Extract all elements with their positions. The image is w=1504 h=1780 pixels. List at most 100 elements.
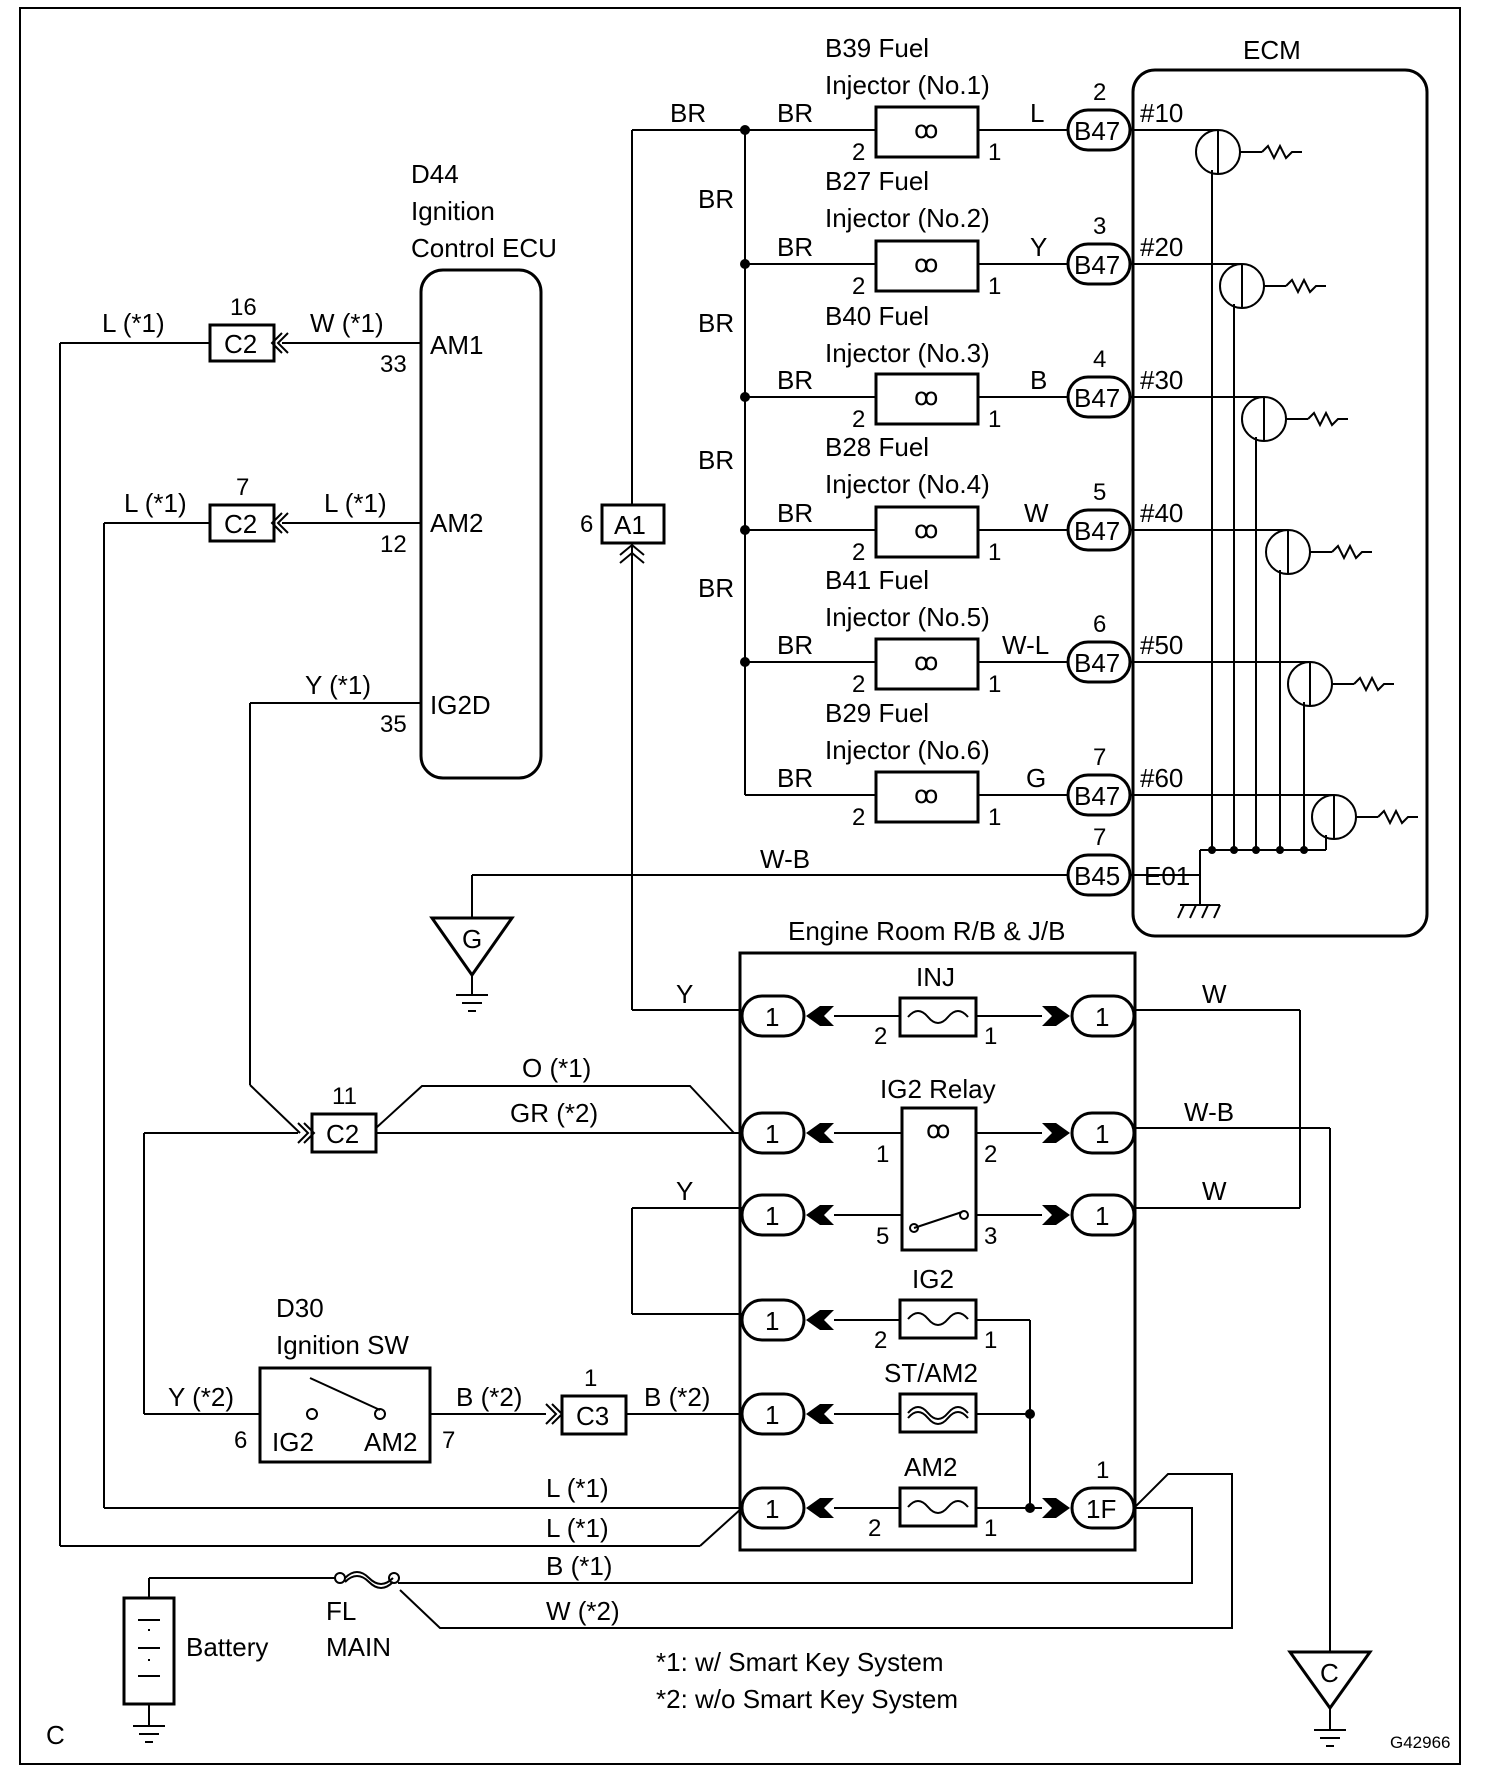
svg-text:B40 Fuel: B40 Fuel [825,301,929,331]
svg-text:L (*1): L (*1) [124,488,187,518]
injector-row-4: ꝏ B28 Fuel Injector (No.4) BR W 2 1 B47 … [745,432,1288,566]
svg-text:2: 2 [874,1023,887,1050]
svg-text:BR: BR [670,98,706,128]
svg-text:W-B: W-B [760,844,810,874]
svg-text:2: 2 [852,539,865,566]
svg-text:AM2: AM2 [904,1452,957,1482]
svg-text:4: 4 [1093,346,1106,373]
ground-g-icon [429,916,515,978]
svg-text:B47: B47 [1074,250,1120,280]
svg-text:1: 1 [1096,1457,1109,1484]
svg-text:BR: BR [698,184,734,214]
ignition-switch: D30 Ignition SW IG2 AM2 6 7 Y (*2) B (*2… [143,1133,546,1464]
svg-text:Injector (No.5): Injector (No.5) [825,602,990,632]
svg-text:1: 1 [765,1002,779,1032]
svg-text:IG2: IG2 [912,1264,954,1294]
svg-text:#20: #20 [1140,232,1183,262]
svg-text:IG2: IG2 [272,1427,314,1457]
svg-text:Injector (No.3): Injector (No.3) [825,338,990,368]
connector-c2-11: C2 11 O (*1) GR (*2) [144,703,742,1154]
svg-text:BR: BR [698,445,734,475]
fuse-st-am2: ST/AM2 [834,1358,1035,1434]
svg-text:#60: #60 [1140,763,1183,793]
svg-text:B45: B45 [1074,861,1120,891]
svg-text:ꝏ: ꝏ [914,517,938,544]
fusible-link-fl-main: FL MAIN [149,1571,400,1662]
injector-row-1: ꝏ B39 Fuel Injector (No.1) BR L 2 1 B47 … [745,33,1218,166]
svg-text:1: 1 [876,1141,889,1168]
svg-text:BR: BR [777,365,813,395]
svg-text:BR: BR [777,763,813,793]
svg-text:7: 7 [236,474,249,501]
svg-text:AM2: AM2 [430,508,483,538]
svg-text:C2: C2 [224,509,257,539]
note-1: *1: w/ Smart Key System [656,1647,944,1677]
svg-text:5: 5 [876,1223,889,1250]
injector-name: B39 Fuel [825,33,929,63]
svg-text:1F: 1F [1086,1494,1116,1524]
svg-text:B (*2): B (*2) [644,1382,710,1412]
connector-c2-16: C2 16 L (*1) [59,294,743,1547]
svg-text:3: 3 [1093,213,1106,240]
svg-text:#50: #50 [1140,630,1183,660]
svg-text:MAIN: MAIN [326,1632,391,1662]
svg-text:W: W [1202,979,1227,1009]
svg-text:2: 2 [874,1327,887,1354]
svg-text:A1: A1 [614,510,646,540]
injector-pin-in: 2 [852,139,865,166]
svg-text:1: 1 [1095,1119,1109,1149]
battery: Battery [122,1578,268,1743]
fuse-inj: INJ 2 1 [834,962,1042,1050]
svg-text:B: B [1030,365,1047,395]
svg-text:BR: BR [698,308,734,338]
svg-text:ꝏ: ꝏ [914,782,938,809]
fuse-am2: AM2 2 1 [834,1452,1042,1542]
svg-text:ꝏ: ꝏ [914,384,938,411]
svg-text:W: W [1024,498,1049,528]
svg-text:1: 1 [765,1119,779,1149]
svg-text:#40: #40 [1140,498,1183,528]
connector-a1: A1 6 [580,503,742,1011]
svg-text:#30: #30 [1140,365,1183,395]
transistor-icon [1265,529,1372,575]
svg-text:G: G [1026,763,1046,793]
svg-text:2: 2 [868,1515,881,1542]
svg-text:ꝏ: ꝏ [914,251,938,278]
svg-text:BR: BR [777,498,813,528]
fuse-ig2: IG2 2 1 [834,1264,1031,1508]
svg-text:35: 35 [380,711,407,738]
svg-text:BR: BR [777,630,813,660]
diagram-frame [19,7,1461,1765]
ecm-pin-label: #10 [1140,98,1183,128]
svg-text:Battery: Battery [186,1632,268,1662]
svg-text:ST/AM2: ST/AM2 [884,1358,978,1388]
svg-text:B41 Fuel: B41 Fuel [825,565,929,595]
svg-text:AM2: AM2 [364,1427,417,1457]
injector-row-3: ꝏ B40 Fuel Injector (No.3) BR B 2 1 B47 … [745,301,1264,433]
svg-text:IG2D: IG2D [430,690,491,720]
injector-row-2: ꝏ B27 Fuel Injector (No.2) BR Y 2 1 B47 … [745,166,1242,300]
svg-text:C2: C2 [224,329,257,359]
svg-text:W-L: W-L [1002,630,1049,660]
svg-text:1: 1 [984,1023,997,1050]
injector-out-wire: L [1030,98,1044,128]
svg-text:1: 1 [765,1306,779,1336]
connector-c2-7: C2 7 L (*1) [103,474,742,1509]
transistor-icon [1241,396,1348,442]
transistor-icon [1219,263,1326,309]
svg-text:7: 7 [1093,744,1106,771]
svg-text:Y: Y [1030,232,1047,262]
ecm-ground-icon [1177,904,1221,919]
svg-text:Injector (No.4): Injector (No.4) [825,469,990,499]
svg-text:5: 5 [1093,479,1106,506]
svg-text:Y: Y [676,979,693,1009]
svg-text:INJ: INJ [916,962,955,992]
svg-text:B28 Fuel: B28 Fuel [825,432,929,462]
svg-text:G: G [462,924,482,954]
svg-text:1: 1 [988,406,1001,433]
svg-text:B47: B47 [1074,781,1120,811]
svg-text:1: 1 [1095,1201,1109,1231]
svg-text:L (*1): L (*1) [546,1513,609,1543]
svg-text:IG2 Relay: IG2 Relay [880,1074,996,1104]
transistor-icon [1287,661,1394,707]
